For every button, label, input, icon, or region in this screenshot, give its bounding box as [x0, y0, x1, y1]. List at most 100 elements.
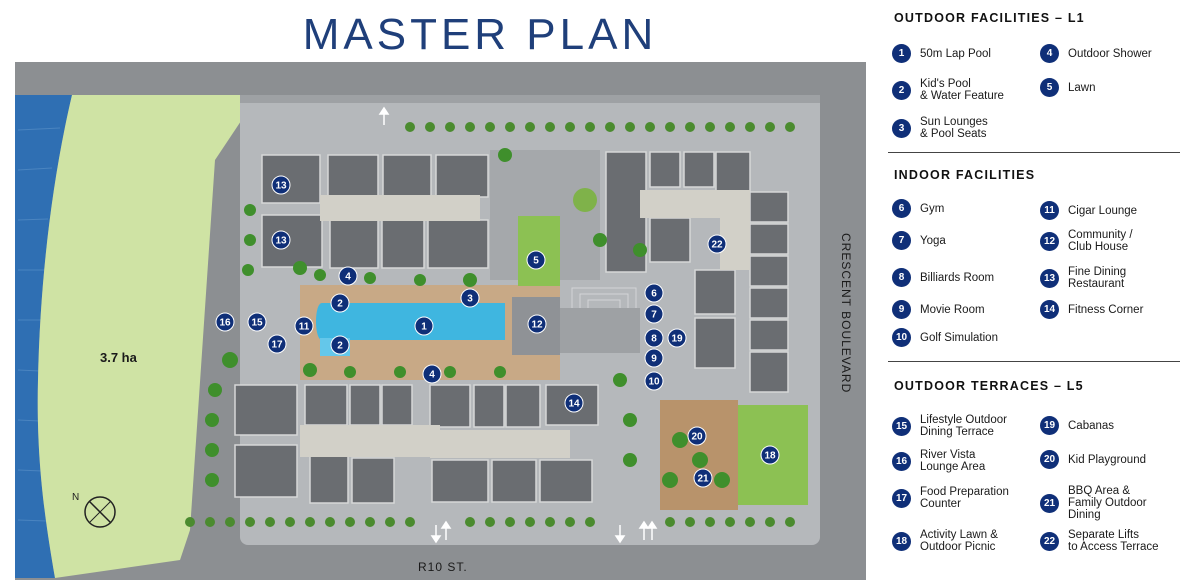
legend-item-label: Kid Playground [1068, 453, 1146, 466]
facility-pin-marker [215, 312, 235, 332]
facility-pin-number: 21 [697, 474, 709, 485]
legend-item-label: Billiards Room [920, 271, 995, 284]
legend-section-title: OUTDOOR FACILITIES – L1 [894, 11, 1085, 25]
legend-item-number: 11 [1040, 201, 1059, 220]
legend-item: 22 Separate Lifts to Access Terrace [1040, 529, 1190, 553]
facility-pin: 14 [564, 393, 584, 413]
facility-pin-marker [527, 314, 547, 334]
road-south-label: R10 ST. [418, 560, 468, 574]
facility-pin-marker [267, 334, 287, 354]
facility-pin-number: 15 [251, 318, 263, 329]
facility-pin: 4 [422, 364, 442, 384]
facility-pin-marker [330, 335, 350, 355]
legend-item-number: 14 [1040, 300, 1059, 319]
facility-pin: 6 [644, 283, 664, 303]
lap-pool [316, 303, 505, 340]
facility-pin: 16 [215, 312, 235, 332]
legend-item-number: 21 [1040, 493, 1059, 513]
facility-pin-marker [687, 426, 707, 446]
legend-item: 4 Outdoor Shower [1040, 44, 1190, 63]
facility-pin-marker [526, 250, 546, 270]
legend-item-number: 4 [1040, 44, 1059, 63]
legend-divider [888, 152, 1180, 153]
legend-item-number: 17 [892, 488, 911, 508]
facility-pin-marker [644, 328, 664, 348]
facility-pin: 5 [526, 250, 546, 270]
legend-item-number: 7 [892, 231, 911, 250]
facility-pin-number: 4 [345, 272, 351, 283]
facility-pin-marker [294, 316, 314, 336]
legend-item-label: Outdoor Shower [1068, 47, 1152, 60]
facility-pin-marker [644, 283, 664, 303]
facility-pin-number: 3 [467, 294, 473, 305]
legend-item-label: Movie Room [920, 303, 985, 316]
facility-pin: 10 [644, 371, 664, 391]
facility-pin: 15 [247, 312, 267, 332]
legend-item-number: 22 [1040, 531, 1059, 551]
facility-pin-number: 20 [691, 432, 703, 443]
facility-pin: 2 [330, 293, 350, 313]
legend-item-label: Cabanas [1068, 419, 1115, 432]
facility-pin-number: 18 [764, 451, 776, 462]
legend-item-label: River Vista Lounge Area [920, 449, 986, 473]
legend-item-number: 5 [1040, 78, 1059, 97]
legend-section-title: INDOOR FACILITIES [894, 168, 1036, 182]
facility-pin-marker [460, 288, 480, 308]
facility-pin-number: 9 [651, 354, 657, 365]
facility-pin: 2 [330, 335, 350, 355]
legend-item-label: Yoga [920, 234, 946, 247]
legend-item-number: 2 [892, 80, 911, 100]
river-texture [17, 127, 61, 522]
facility-pin-number: 13 [275, 236, 287, 247]
legend-item: 14 Fitness Corner [1040, 300, 1190, 319]
facility-pin-marker [667, 328, 687, 348]
legend-item-label: Lifestyle Outdoor Dining Terrace [920, 414, 1007, 438]
site-area-label: 3.7 ha [100, 350, 138, 365]
facility-pin: 18 [760, 445, 780, 465]
legend-item-number: 18 [892, 531, 911, 551]
facility-pin-marker [564, 393, 584, 413]
facility-pin-number: 7 [651, 310, 657, 321]
facility-pin: 13 [271, 175, 291, 195]
facility-pin-marker [338, 266, 358, 286]
corridors [300, 190, 750, 458]
facility-pin-number: 22 [711, 240, 723, 251]
south-hedge [185, 517, 795, 527]
facility-pin: 9 [644, 348, 664, 368]
facility-pin-number: 19 [671, 334, 683, 345]
legend-item: 9 Movie Room [892, 300, 1042, 319]
facility-pin-number: 16 [219, 318, 231, 329]
facility-pin-marker [644, 371, 664, 391]
legend-item-label: Lawn [1068, 81, 1096, 94]
facility-pin-marker [330, 293, 350, 313]
facility-pin: 4 [338, 266, 358, 286]
legend-item: 7 Yoga [892, 231, 1042, 250]
legend-item-number: 1 [892, 44, 911, 63]
facility-pin-marker [271, 230, 291, 250]
facility-pin-number: 14 [568, 399, 580, 410]
legend-item: 5 Lawn [1040, 78, 1190, 97]
north-road [240, 95, 820, 103]
legend-item-label: Cigar Lounge [1068, 204, 1138, 217]
legend-item-number: 9 [892, 300, 911, 319]
facility-pin: 20 [687, 426, 707, 446]
north-hedge [405, 122, 795, 132]
legend-item-label: Fitness Corner [1068, 303, 1144, 316]
legend-item-number: 16 [892, 451, 911, 471]
facility-pin: 8 [644, 328, 664, 348]
site-map: 3.7 ha R10 ST. CRESCENT BOULEVARD N 1223… [15, 62, 866, 580]
legend-item-number: 12 [1040, 231, 1059, 251]
facility-pin-number: 2 [337, 299, 343, 310]
facility-pin: 19 [667, 328, 687, 348]
facility-pin: 12 [527, 314, 547, 334]
facility-pin-number: 6 [651, 289, 657, 300]
facility-pin: 1 [414, 316, 434, 336]
legend-item-label: Separate Lifts to Access Terrace [1068, 529, 1159, 553]
river [15, 95, 72, 578]
legend-section-title: OUTDOOR TERRACES – L5 [894, 379, 1084, 393]
